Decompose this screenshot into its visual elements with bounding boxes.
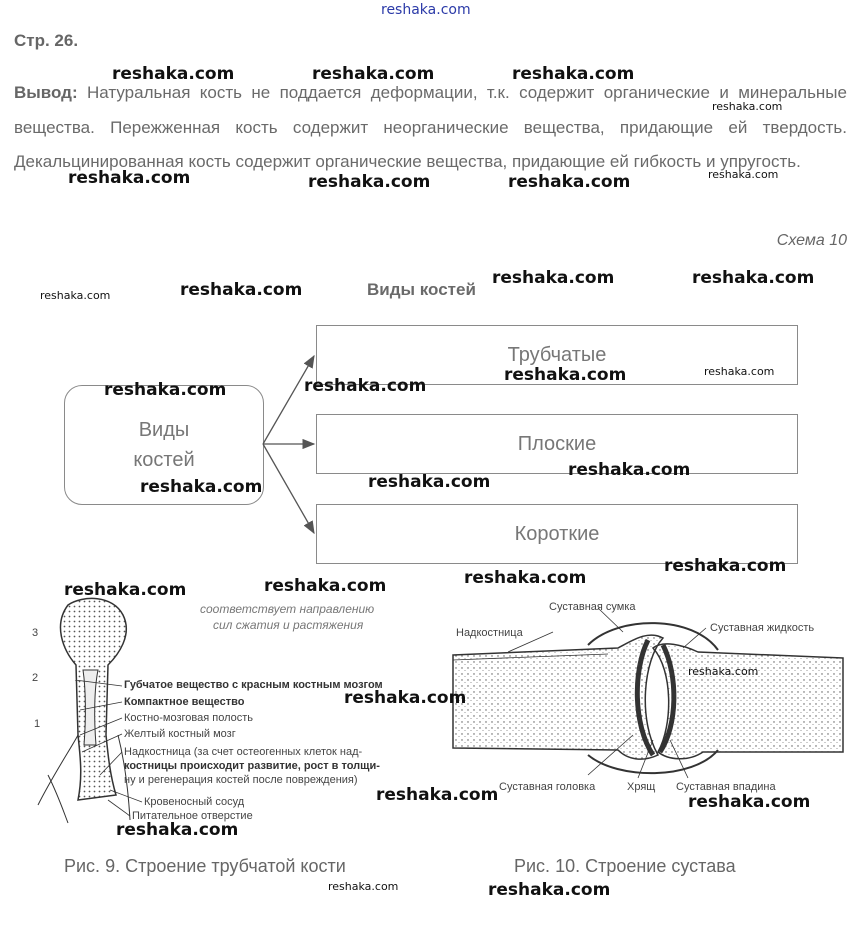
watermark: reshaka.com	[508, 172, 630, 192]
watermark: reshaka.com	[708, 168, 778, 181]
watermark: reshaka.com	[308, 172, 430, 192]
watermark: reshaka.com	[492, 268, 614, 288]
watermark: reshaka.com	[40, 289, 110, 302]
watermark: reshaka.com	[112, 64, 234, 84]
watermark: reshaka.com	[328, 880, 398, 893]
fig9-note-line1: соответствует направлению	[200, 602, 374, 616]
watermark: reshaka.com	[688, 665, 758, 678]
watermark: reshaka.com	[304, 376, 426, 396]
watermark: reshaka.com	[104, 380, 226, 400]
watermark: reshaka.com	[368, 472, 490, 492]
fig9-label-periosteum-1: Надкостница (за счет остеогенных клеток …	[124, 746, 362, 758]
fig10-label-cartilage: Хрящ	[627, 781, 655, 793]
watermark: reshaka.com	[180, 280, 302, 300]
fig9-label-periosteum-3: ну и регенерация костей после повреждени…	[124, 774, 358, 786]
watermark: reshaka.com	[688, 792, 810, 812]
fig10-label-fluid: Суставная жидкость	[710, 622, 814, 634]
watermark: reshaka.com	[312, 64, 434, 84]
watermark: reshaka.com	[704, 365, 774, 378]
watermark: reshaka.com	[692, 268, 814, 288]
watermark: reshaka.com	[504, 365, 626, 385]
watermark: reshaka.com	[488, 880, 610, 900]
fig10-label-periosteum: Надкостница	[456, 627, 523, 639]
watermark: reshaka.com	[712, 100, 782, 113]
fig9-num-3: 3	[32, 627, 38, 639]
watermark: reshaka.com	[116, 820, 238, 840]
watermark: reshaka.com	[64, 580, 186, 600]
fig9-num-2: 2	[32, 672, 38, 684]
fig9-pointer-lines	[60, 680, 150, 820]
fig10-label-head: Суставная головка	[499, 781, 595, 793]
arrow-to-short	[263, 444, 314, 533]
fig9-note-line2: сил сжатия и растяжения	[213, 618, 363, 632]
watermark: reshaka.com	[464, 568, 586, 588]
watermark: reshaka.com	[344, 688, 466, 708]
watermark: reshaka.com	[664, 556, 786, 576]
watermark: reshaka.com	[568, 460, 690, 480]
arrow-to-tubular	[263, 356, 314, 444]
fig9-label-periosteum-2: костницы происходит развитие, рост в тол…	[124, 760, 380, 772]
watermark: reshaka.com	[512, 64, 634, 84]
watermark: reshaka.com	[140, 477, 262, 497]
fig10-label-capsule: Суставная сумка	[549, 601, 636, 613]
fig9-num-1: 1	[34, 718, 40, 730]
watermark: reshaka.com	[264, 576, 386, 596]
fig9-label-vessel: Кровеносный сосуд	[144, 796, 244, 808]
watermark: reshaka.com	[376, 785, 498, 805]
fig9-caption: Рис. 9. Строение трубчатой кости	[64, 856, 346, 877]
watermark: reshaka.com	[68, 168, 190, 188]
fig10-caption: Рис. 10. Строение сустава	[514, 856, 736, 877]
